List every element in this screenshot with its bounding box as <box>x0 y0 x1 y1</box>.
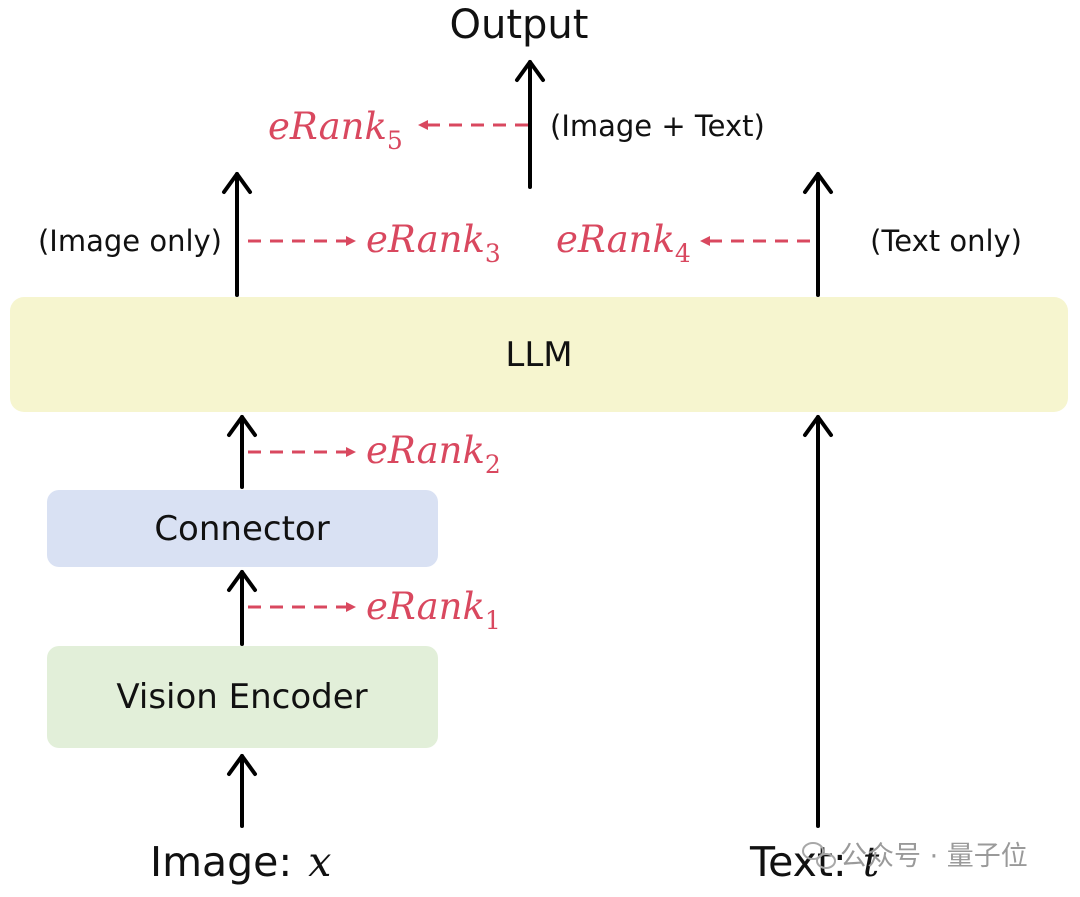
flow-arrows <box>222 60 833 828</box>
metric-arrows <box>248 120 810 612</box>
up-arrow-connector-to-llm <box>227 415 257 489</box>
image-only-label: (Image only) <box>38 224 222 258</box>
image-text-label: (Image + Text) <box>550 109 765 143</box>
up-arrow-llm-image-branch <box>222 172 252 297</box>
erank5-label: eRank5 <box>268 105 403 155</box>
vision-encoder-label: Vision Encoder <box>116 677 367 717</box>
up-arrow-llm-text-branch <box>803 172 833 297</box>
watermark-text: 公众号 · 量子位 <box>840 841 1028 872</box>
wechat-icon <box>802 842 836 869</box>
up-arrow-to-output <box>515 60 545 189</box>
llm-box <box>10 297 1068 412</box>
image-input-label: Image:x <box>150 838 331 886</box>
up-arrow-image-input <box>227 754 257 828</box>
output-label: Output <box>450 2 589 48</box>
up-arrow-encoder-to-connector <box>227 570 257 646</box>
llm-label: LLM <box>505 335 572 375</box>
erank3-label: eRank3 <box>366 218 501 268</box>
watermark: 公众号 · 量子位 <box>802 841 1028 872</box>
connector-box <box>47 490 438 567</box>
erank1-label: eRank1 <box>366 585 501 635</box>
erank4-label: eRank4 <box>556 218 691 268</box>
erank2-label: eRank2 <box>366 429 501 479</box>
text-input-label: Text:t <box>749 838 880 886</box>
metric-labels: eRank1 eRank2 eRank3 eRank4 eRank5 <box>268 105 691 635</box>
vision-encoder-box <box>47 646 438 748</box>
text-only-label: (Text only) <box>870 224 1022 258</box>
connector-label: Connector <box>154 509 329 549</box>
up-arrow-text-input <box>803 415 833 828</box>
